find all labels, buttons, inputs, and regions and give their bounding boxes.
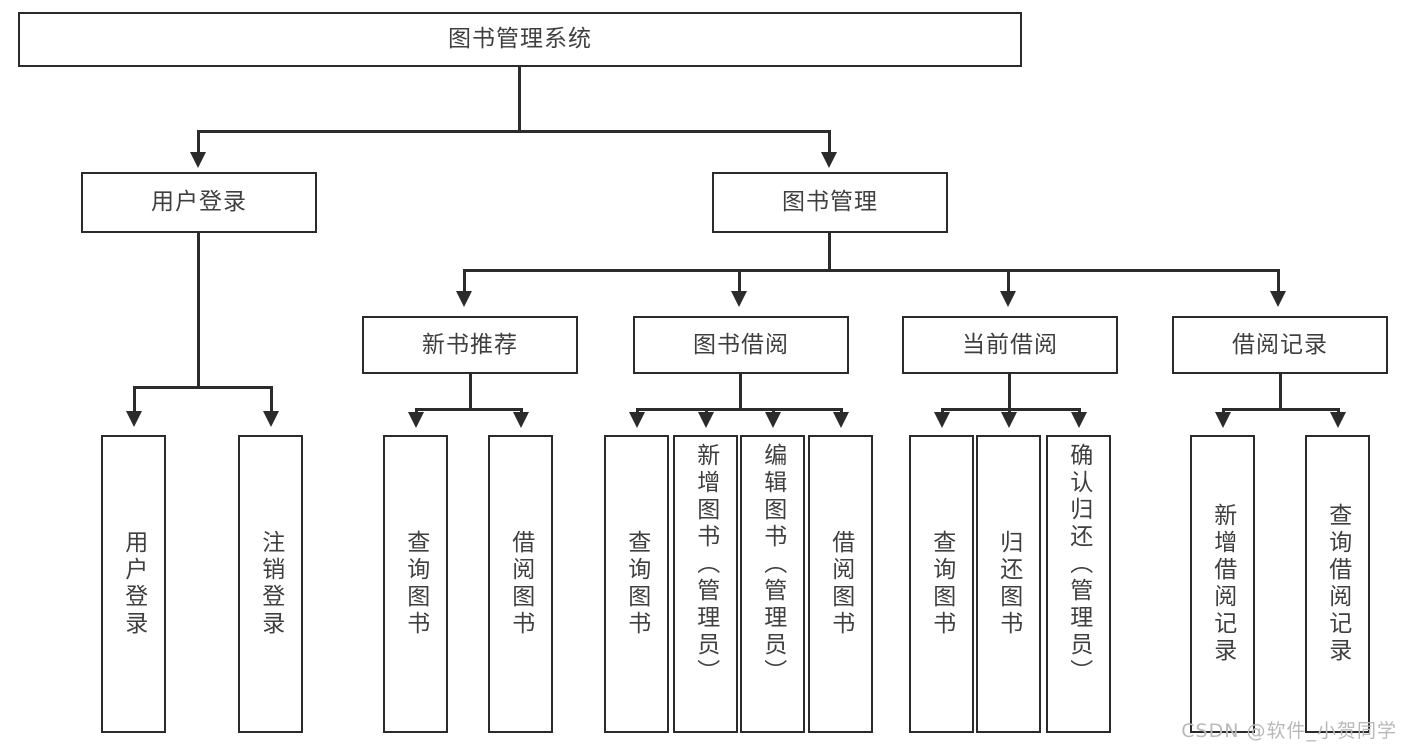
node-label: 用户登录 — [151, 189, 247, 216]
node-label: 查询图书 — [928, 530, 955, 638]
node-label: 用户登录 — [120, 530, 147, 638]
leaf-book-borrow-query-book[interactable]: 查询图书 — [604, 435, 669, 733]
node-label: 查询图书 — [623, 530, 650, 638]
leaf-book-borrow-borrow-book[interactable]: 借阅图书 — [808, 435, 873, 733]
node-label: 确认归还（管理员） — [1065, 443, 1092, 686]
arrowhead-bm-to-book-borrow — [731, 291, 747, 307]
leaf-current-borrow-return-book[interactable]: 归还图书 — [976, 435, 1041, 733]
node-label: 查询借阅记录 — [1324, 503, 1351, 665]
leaf-user-login-logout[interactable]: 注销登录 — [238, 435, 303, 733]
leaf-user-login-login[interactable]: 用户登录 — [101, 435, 166, 733]
node-label: 借阅图书 — [507, 530, 534, 638]
connector-bm-to-book-borrow — [738, 269, 741, 293]
node-book-borrow[interactable]: 图书借阅 — [633, 316, 849, 374]
connector-user-login-bus — [133, 386, 273, 389]
node-label: 编辑图书（管理员） — [759, 443, 786, 686]
connector-book-borrow-stem — [739, 374, 742, 410]
connector-root-to-user-login — [197, 130, 200, 154]
node-label: 借阅记录 — [1232, 331, 1328, 358]
arrowhead-user-login-leaf-1 — [126, 411, 142, 427]
leaf-borrow-record-add-record[interactable]: 新增借阅记录 — [1190, 435, 1255, 733]
arrowhead-cb-leaf-1 — [934, 412, 950, 428]
arrowhead-bb-leaf-2 — [698, 412, 714, 428]
arrowhead-cb-leaf-3 — [1071, 412, 1087, 428]
node-label: 归还图书 — [995, 530, 1022, 638]
node-user-login[interactable]: 用户登录 — [81, 172, 317, 233]
leaf-current-borrow-query-book[interactable]: 查询图书 — [909, 435, 974, 733]
connector-new-book-bus — [415, 408, 523, 411]
watermark-text: CSDN @软件_小贺同学 — [1181, 720, 1397, 742]
connector-new-book-stem — [469, 374, 472, 410]
arrowhead-br-leaf-2 — [1330, 412, 1346, 428]
node-root-book-management-system[interactable]: 图书管理系统 — [18, 12, 1022, 67]
arrowhead-user-login-leaf-2 — [263, 411, 279, 427]
node-label: 图书借阅 — [693, 331, 789, 358]
leaf-new-book-borrow-book[interactable]: 借阅图书 — [488, 435, 553, 733]
node-label: 新增图书（管理员） — [692, 443, 719, 686]
node-new-book-recommend[interactable]: 新书推荐 — [362, 316, 578, 374]
node-label: 新增借阅记录 — [1209, 503, 1236, 665]
node-label: 新书推荐 — [422, 331, 518, 358]
connector-root-stem — [518, 67, 521, 131]
connector-user-login-stem — [197, 233, 200, 388]
arrowhead-bm-to-current-borrow — [1000, 291, 1016, 307]
connector-user-login-to-leaf-2 — [270, 386, 273, 413]
node-label: 查询图书 — [402, 530, 429, 638]
connector-book-management-stem — [828, 233, 831, 271]
node-label: 当前借阅 — [962, 331, 1058, 358]
connector-root-to-book-management — [828, 130, 831, 154]
leaf-new-book-query-book[interactable]: 查询图书 — [383, 435, 448, 733]
node-label: 借阅图书 — [827, 530, 854, 638]
arrowhead-root-to-user-login — [190, 152, 206, 168]
connector-borrow-record-stem — [1279, 374, 1282, 410]
leaf-current-borrow-confirm-return-admin[interactable]: 确认归还（管理员） — [1046, 435, 1111, 733]
node-borrow-record[interactable]: 借阅记录 — [1172, 316, 1388, 374]
leaf-book-borrow-add-book-admin[interactable]: 新增图书（管理员） — [673, 435, 738, 733]
node-current-borrow[interactable]: 当前借阅 — [902, 316, 1118, 374]
connector-root-bus — [197, 130, 831, 133]
node-label: 图书管理 — [782, 189, 878, 216]
node-book-management[interactable]: 图书管理 — [712, 172, 948, 233]
connector-current-borrow-bus — [941, 408, 1081, 411]
leaf-borrow-record-query-record[interactable]: 查询借阅记录 — [1305, 435, 1370, 733]
connector-bm-to-current-borrow — [1007, 269, 1010, 293]
connector-user-login-to-leaf-1 — [133, 386, 136, 413]
arrowhead-bb-leaf-4 — [833, 412, 849, 428]
arrowhead-cb-leaf-2 — [1001, 412, 1017, 428]
connector-bm-to-new-book — [463, 269, 466, 293]
arrowhead-bm-to-new-book — [456, 291, 472, 307]
arrowhead-root-to-book-management — [821, 152, 837, 168]
arrowhead-bb-leaf-3 — [765, 412, 781, 428]
node-label: 注销登录 — [257, 530, 284, 638]
arrowhead-bm-to-borrow-record — [1270, 291, 1286, 307]
connector-borrow-record-bus — [1222, 408, 1339, 411]
connector-current-borrow-stem — [1008, 374, 1011, 410]
arrowhead-nb-leaf-1 — [408, 412, 424, 428]
arrowhead-br-leaf-1 — [1215, 412, 1231, 428]
leaf-book-borrow-edit-book-admin[interactable]: 编辑图书（管理员） — [740, 435, 805, 733]
connector-bm-to-borrow-record — [1277, 269, 1280, 293]
arrowhead-nb-leaf-2 — [513, 412, 529, 428]
connector-book-management-bus — [463, 269, 1280, 272]
node-label: 图书管理系统 — [448, 26, 592, 53]
connector-book-borrow-bus — [636, 408, 842, 411]
arrowhead-bb-leaf-1 — [629, 412, 645, 428]
